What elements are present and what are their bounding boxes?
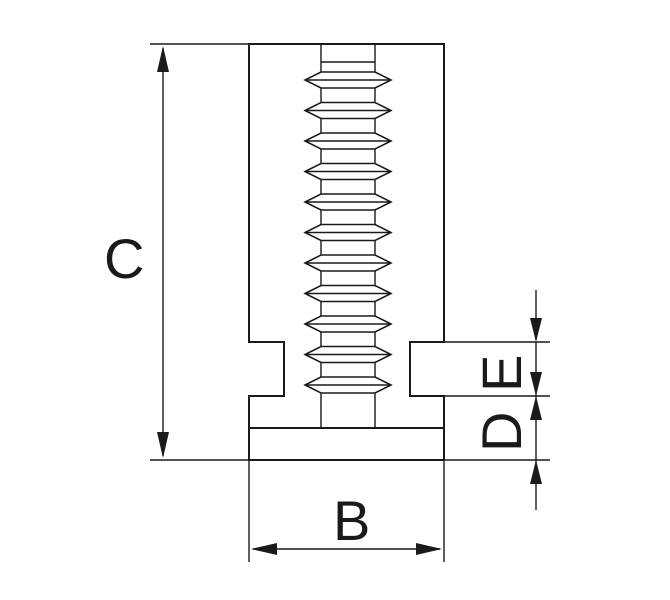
- dimension-c-arrow-bottom: [157, 432, 169, 458]
- base-plate: [248, 427, 445, 461]
- dimension-b: B: [248, 460, 445, 562]
- screw-threads: [303, 71, 393, 394]
- dimension-d-label: D: [470, 412, 533, 452]
- dimension-e-arrow-top: [530, 318, 542, 342]
- screw: [303, 44, 393, 428]
- dimension-c-arrow-top: [157, 46, 169, 72]
- dimension-e-arrow-bottom: [530, 372, 542, 396]
- dimension-d-e: E D: [444, 290, 550, 510]
- dimension-e-label: E: [470, 355, 533, 392]
- dimension-b-label: B: [333, 489, 370, 552]
- dimension-b-arrow-right: [416, 543, 442, 555]
- dimension-c-label: C: [104, 227, 144, 290]
- dimension-c: C: [104, 43, 249, 461]
- dimension-b-arrow-left: [251, 543, 277, 555]
